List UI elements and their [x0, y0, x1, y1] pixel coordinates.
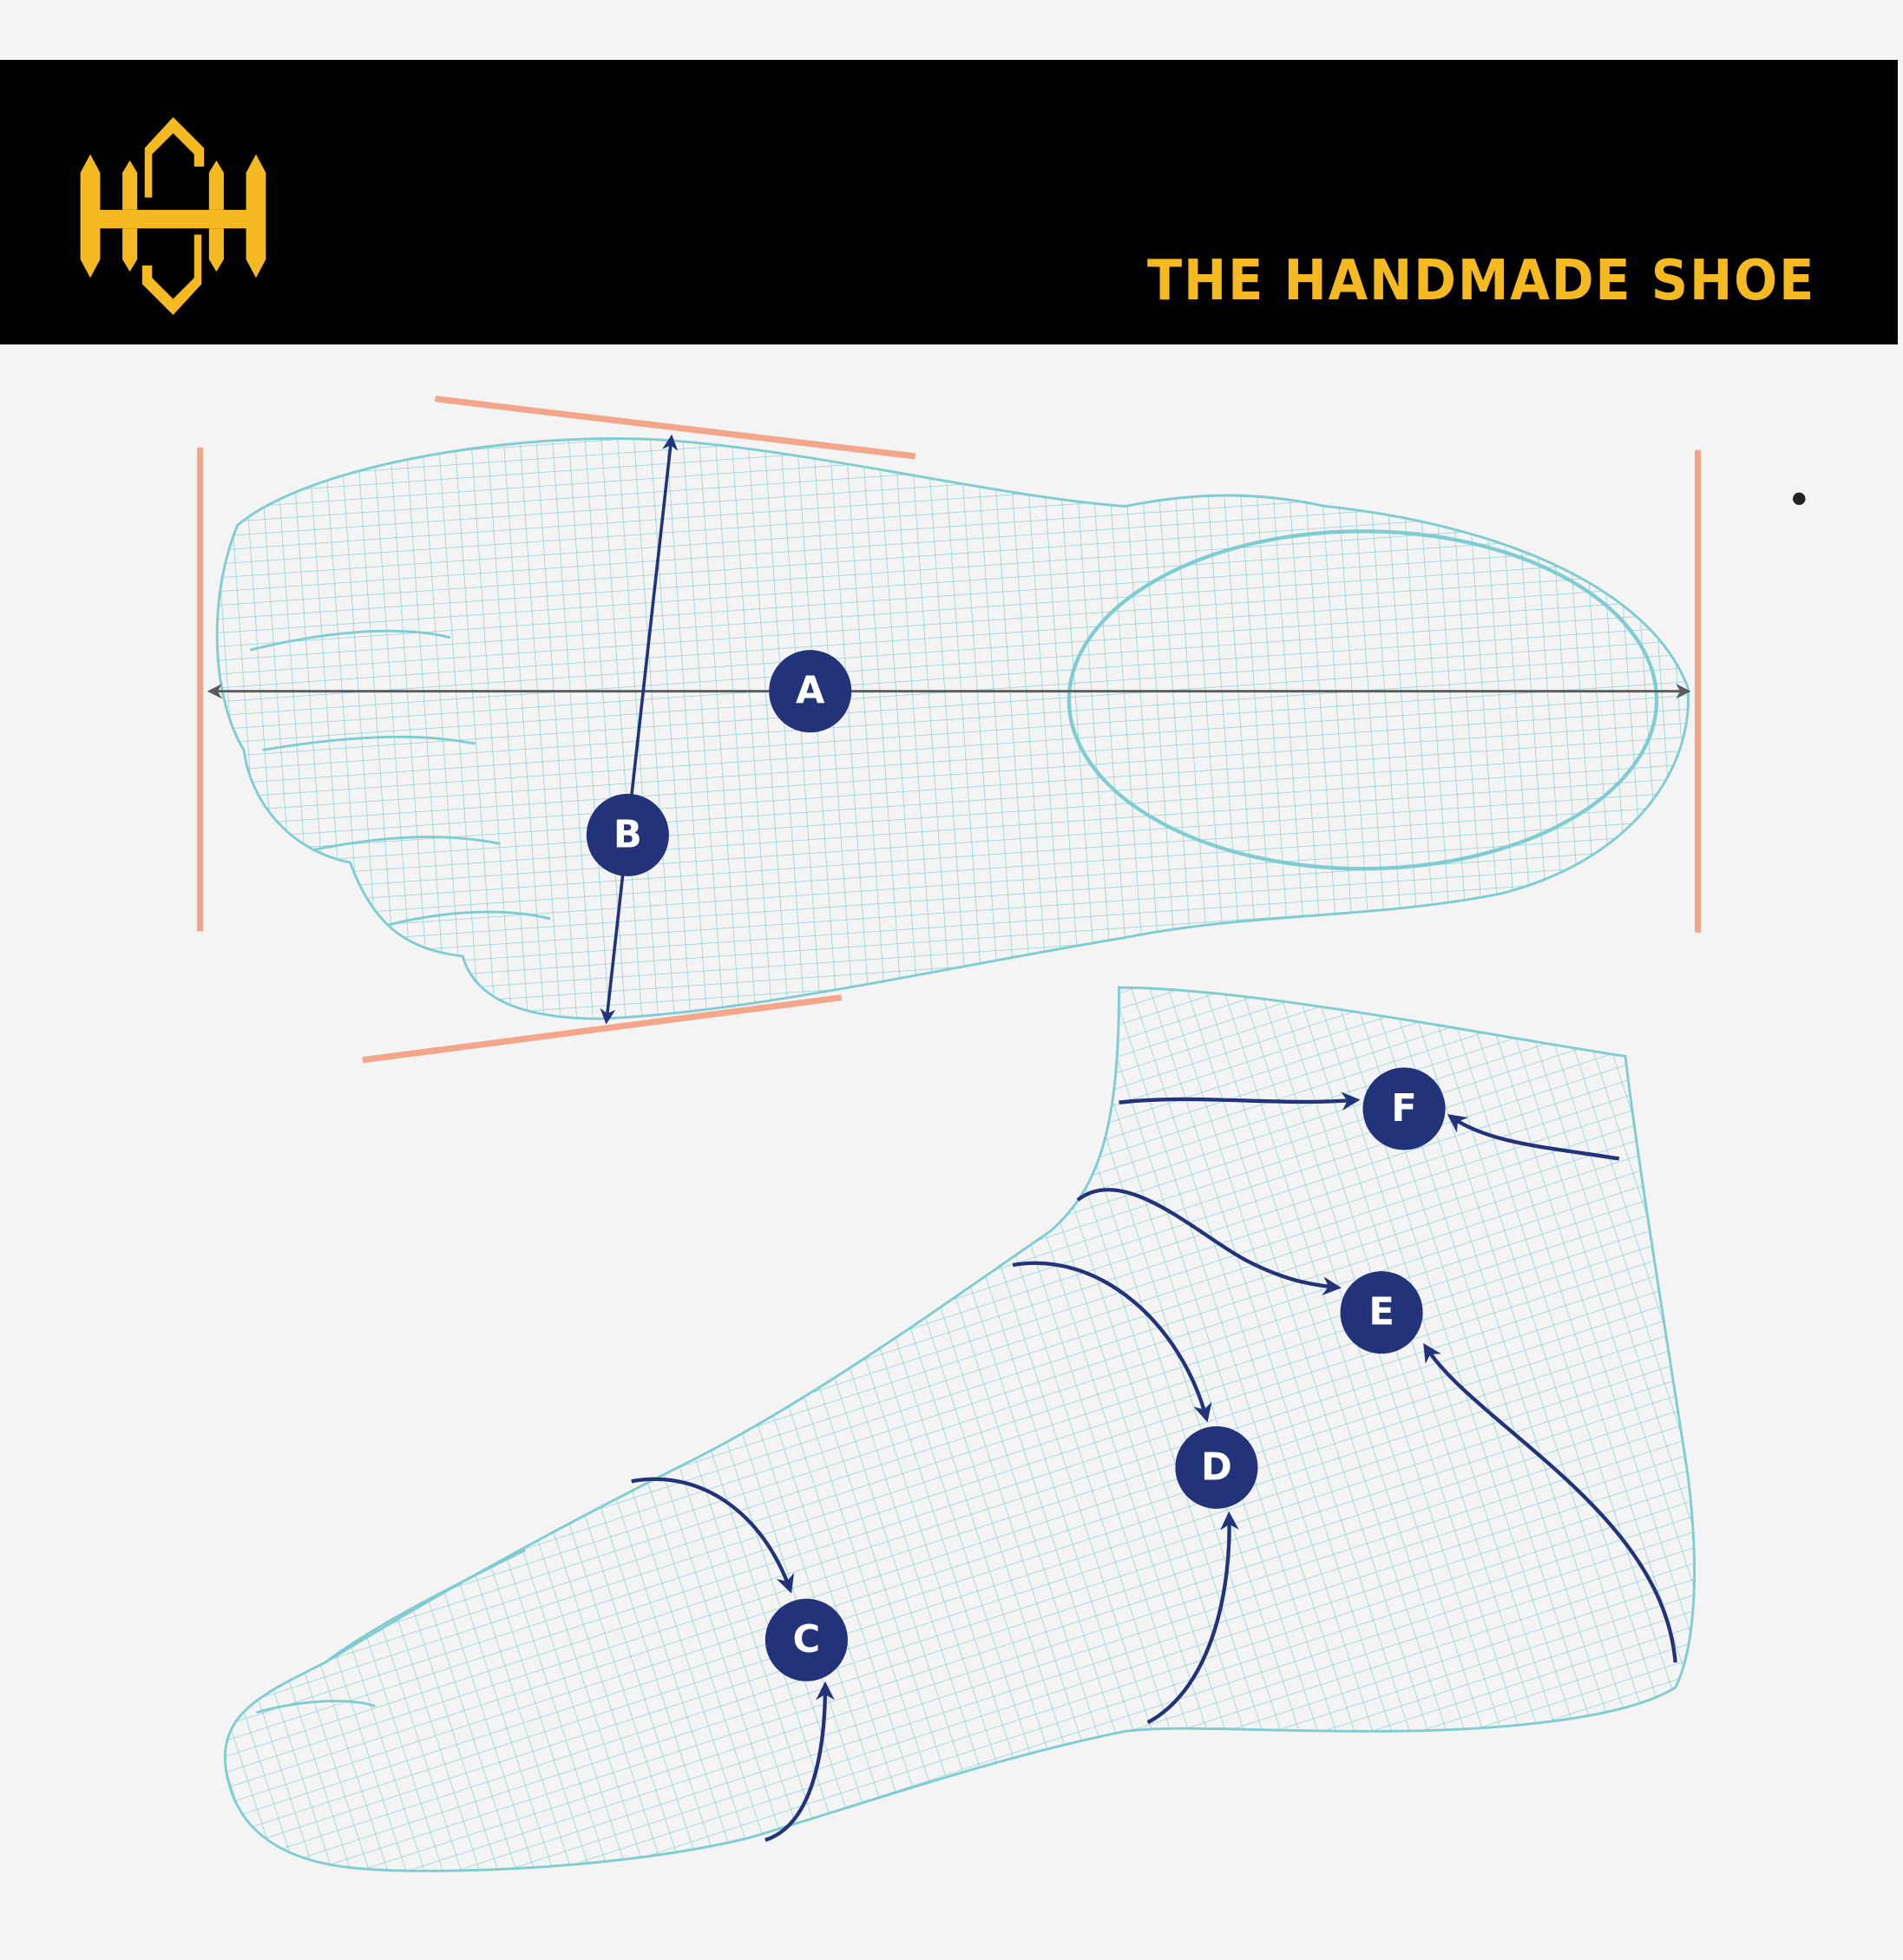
girth-arrow-e-upper: [1076, 1188, 1342, 1295]
marker-d: D: [1175, 1426, 1258, 1509]
foot-side-view: [224, 986, 1696, 1872]
girth-arrow-c-upper: [631, 1477, 795, 1594]
marker-e-label: E: [1368, 1291, 1394, 1334]
girth-arrow-f-right: [1447, 1113, 1620, 1161]
brand-header: THE HANDMADE SHOE: [0, 60, 1898, 344]
marker-b-label: B: [614, 813, 642, 856]
width-arrow-b: [600, 434, 679, 1025]
girth-arrow-f-left: [1119, 1091, 1361, 1111]
girth-arrow-d-upper: [1012, 1261, 1212, 1423]
marker-a: A: [769, 650, 852, 733]
marker-f: F: [1362, 1067, 1446, 1150]
marker-e: E: [1340, 1271, 1423, 1354]
marker-d-label: D: [1201, 1445, 1232, 1489]
marker-c: C: [764, 1598, 848, 1681]
girth-arrow-d-lower: [1146, 1511, 1239, 1725]
top-width-guide-line: [435, 396, 916, 460]
girth-arrow-e-lower: [1423, 1342, 1677, 1663]
brand-title: THE HANDMADE SHOE: [1146, 249, 1815, 313]
width-length-guides: [197, 396, 1702, 1064]
marker-f-label: F: [1391, 1087, 1417, 1131]
girth-arrow-c-lower: [764, 1681, 835, 1842]
foot-top-view: [215, 437, 1690, 1020]
stray-dot: [1793, 492, 1806, 506]
marker-b: B: [586, 793, 669, 876]
brand-logo-icon: [80, 117, 266, 315]
marker-a-label: A: [796, 670, 825, 713]
bottom-width-guide-line: [362, 994, 843, 1064]
marker-c-label: C: [793, 1618, 821, 1662]
